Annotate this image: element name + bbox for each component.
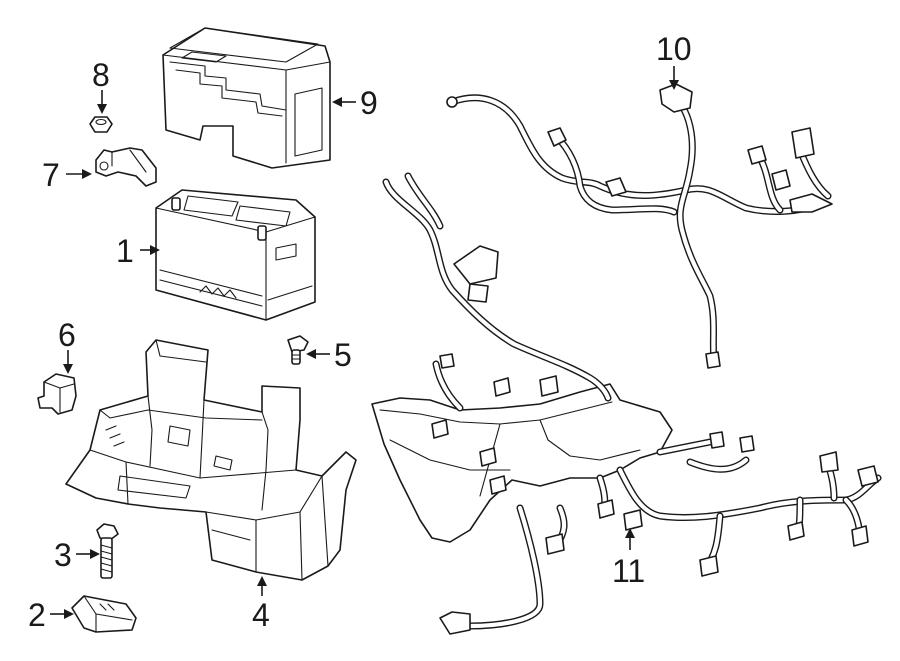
callout-8: 8 — [92, 57, 110, 93]
callout-11: 11 — [612, 553, 645, 589]
callout-2: 2 — [28, 597, 46, 633]
bolt-3-part — [96, 523, 119, 579]
callout-9: 9 — [360, 85, 378, 121]
clip-bracket-part — [37, 373, 77, 415]
callout-leaders — [50, 66, 679, 619]
callout-4: 4 — [252, 597, 270, 633]
callout-10: 10 — [656, 31, 692, 67]
bolt-5-part — [287, 335, 309, 365]
main-wiring-harness-part — [371, 172, 882, 635]
callout-5: 5 — [334, 337, 352, 373]
battery-part — [155, 189, 316, 321]
battery-cover-part — [162, 27, 331, 169]
wedge-shim-part — [71, 595, 137, 633]
battery-tray-part — [65, 339, 357, 581]
nut-part — [89, 116, 113, 133]
battery-cable-harness-part — [446, 83, 833, 369]
callout-1: 1 — [116, 233, 134, 269]
callout-6: 6 — [58, 317, 76, 353]
hold-down-bracket-part — [95, 147, 157, 187]
callout-3: 3 — [54, 537, 72, 573]
callout-7: 7 — [42, 157, 60, 193]
